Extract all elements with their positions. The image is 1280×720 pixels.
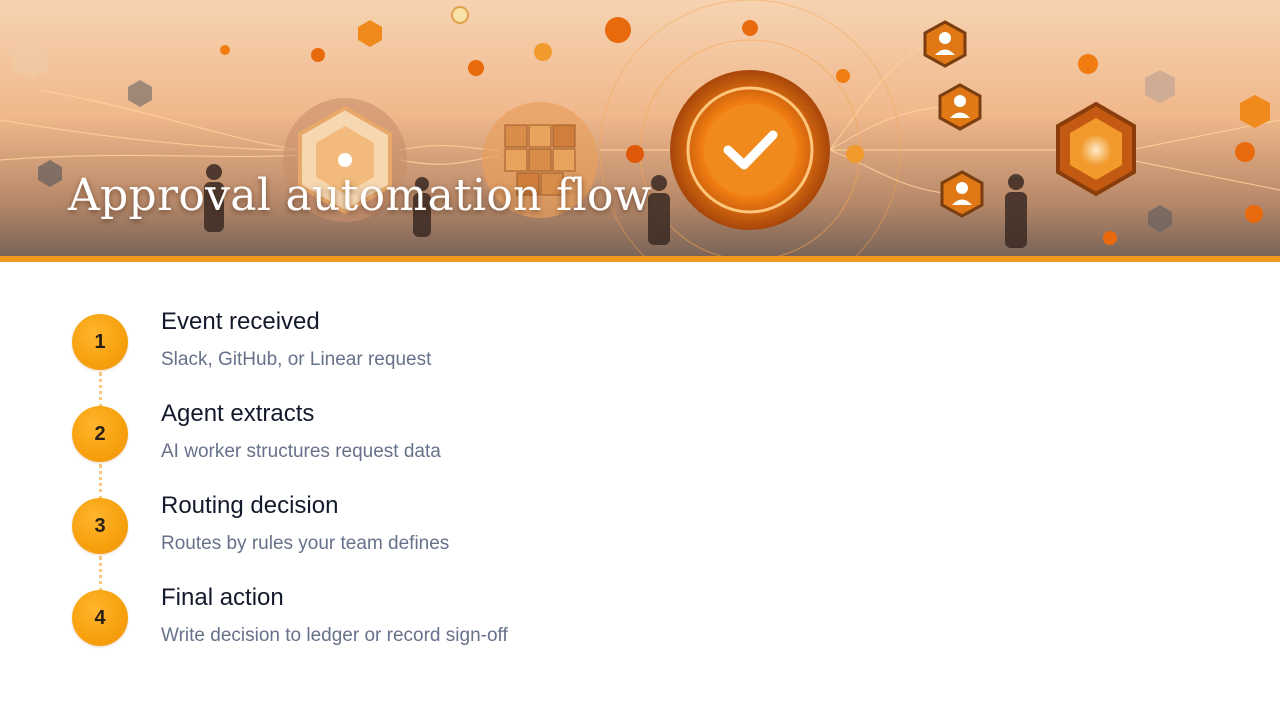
step-number-badge: 4 <box>72 590 128 646</box>
person-icon <box>923 20 984 218</box>
step-item-4: 4 Final action Write decision to ledger … <box>72 580 772 672</box>
hero-banner: Approval automation flow <box>0 0 1280 256</box>
step-connector <box>99 556 102 592</box>
hexagon-network-icon <box>283 98 407 222</box>
step-connector <box>99 464 102 500</box>
step-item-3: 3 Routing decision Routes by rules your … <box>72 488 772 580</box>
step-title: Agent extracts <box>161 400 315 427</box>
checkmark-icon <box>670 70 830 230</box>
step-item-1: 1 Event received Slack, GitHub, or Linea… <box>72 304 772 396</box>
step-number-badge: 1 <box>72 314 128 370</box>
step-description: Write decision to ledger or record sign-… <box>161 625 508 646</box>
hexagon-glow-icon <box>1056 101 1136 197</box>
step-connector <box>99 372 102 408</box>
step-description: Slack, GitHub, or Linear request <box>161 349 432 370</box>
cube-stack-icon <box>482 102 598 218</box>
step-title: Routing decision <box>161 492 339 519</box>
step-item-2: 2 Agent extracts AI worker structures re… <box>72 396 772 488</box>
banner-divider <box>0 256 1280 262</box>
step-description: AI worker structures request data <box>161 441 441 462</box>
step-title: Final action <box>161 584 284 611</box>
step-title: Event received <box>161 308 320 335</box>
banner-illustration <box>0 0 1280 256</box>
step-number-badge: 3 <box>72 498 128 554</box>
steps-list: 1 Event received Slack, GitHub, or Linea… <box>0 262 1280 720</box>
page-title: Approval automation flow <box>68 170 652 221</box>
step-number-badge: 2 <box>72 406 128 462</box>
step-description: Routes by rules your team defines <box>161 533 450 554</box>
